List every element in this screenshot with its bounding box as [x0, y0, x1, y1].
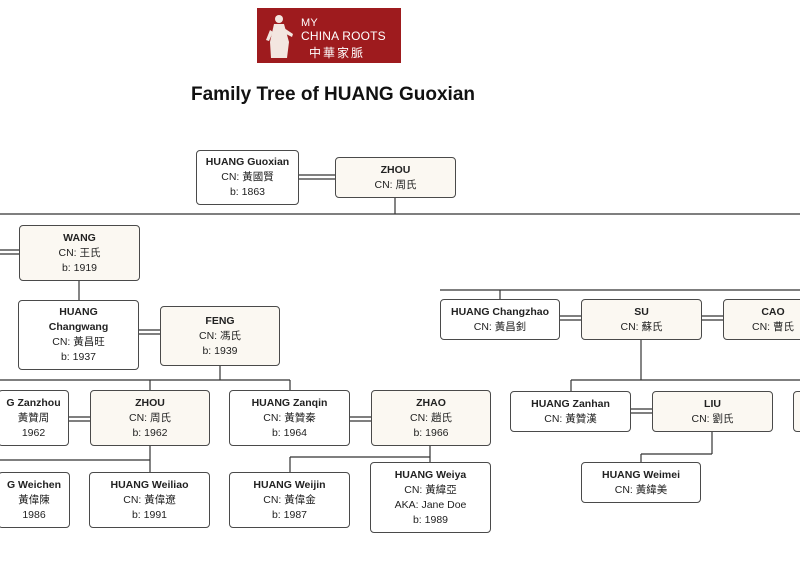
person-chinese-name: CN: 黃昌旺 — [52, 336, 105, 348]
person-name: SU — [634, 305, 649, 318]
person-chinese-name: CN: 周氏 — [129, 411, 171, 424]
person-birth-year: b: 1919 — [61, 261, 98, 274]
person-name: LIU — [704, 397, 721, 410]
person-name: WANG — [63, 231, 96, 244]
person-aka: AKA: Jane Doe — [394, 498, 467, 511]
person-name: HUANG Weiya — [394, 468, 467, 481]
person-huang-weiya[interactable]: HUANG Weiya CN: 黃緯亞 AKA: Jane Doe b: 198… — [370, 462, 491, 533]
person-name: HUANG Zanhan — [531, 397, 610, 410]
person-chinese-name: 黃贊周 — [17, 411, 50, 424]
person-birth-year: 1962 — [21, 426, 46, 439]
person-huang-weiliao[interactable]: HUANG Weiliao CN: 黃偉遼 b: 1991 — [89, 472, 210, 528]
person-birth-year: b: 1937 — [60, 351, 97, 363]
logo-text-my: MY — [301, 17, 318, 29]
person-liu[interactable]: LIU CN: 劉氏 — [652, 391, 773, 432]
person-huang-weijin[interactable]: HUANG Weijin CN: 黃偉金 b: 1987 — [229, 472, 350, 528]
person-huang-weimei[interactable]: HUANG Weimei CN: 黃緯美 — [581, 462, 701, 503]
person-huang-changzhao[interactable]: HUANG Changzhao CN: 黃昌釗 — [440, 299, 560, 340]
person-birth-year: b: 1991 — [131, 508, 168, 521]
person-zhou-spouse-guoxian[interactable]: ZHOU CN: 周氏 — [335, 157, 456, 198]
person-chinese-name: 黃偉陳 — [18, 493, 50, 506]
person-chinese-name: CN: 黃國賢 — [221, 171, 274, 183]
person-huang-changwang[interactable]: HUANG Changwang CN: 黃昌旺 b: 1937 — [18, 300, 139, 370]
person-name: HUANG Weimei — [602, 468, 680, 481]
person-huang-zanhan[interactable]: HUANG Zanhan CN: 黃贊漢 — [510, 391, 631, 432]
person-chinese-name: CN: 馮氏 — [199, 329, 241, 342]
person-name: HUANG Weijin — [253, 478, 326, 491]
person-birth-year: b: 1966 — [413, 426, 449, 439]
person-su[interactable]: SU CN: 蘇氏 — [581, 299, 702, 340]
person-birth-year: b: 1987 — [271, 508, 308, 521]
person-name: ZHOU — [380, 163, 411, 176]
person-zhao[interactable]: ZHAO CN: 趙氏 b: 1966 — [371, 390, 491, 446]
person-birth-year: 1986 — [22, 508, 46, 521]
person-name: HUANG Weiliao — [110, 478, 189, 491]
person-chinese-name: CN: 劉氏 — [691, 412, 734, 425]
person-birth-year: b: 1939 — [202, 344, 238, 357]
person-name: FENG — [205, 314, 235, 327]
person-chinese-name: CN: 黃贊漢 — [544, 412, 597, 425]
person-chinese-name: CN: 周氏 — [374, 178, 417, 191]
person-name: HUANG Guoxian — [205, 156, 290, 168]
person-zhou-spouse-zanzhou[interactable]: ZHOU CN: 周氏 b: 1962 — [90, 390, 210, 446]
person-chinese-name: CN: 黃贊秦 — [263, 411, 316, 424]
person-huang-zanqin[interactable]: HUANG Zanqin CN: 黃贊秦 b: 1964 — [229, 390, 350, 446]
person-name-line2: Changwang — [48, 321, 109, 333]
person-name: G Zanzhou — [6, 396, 61, 409]
person-chinese-name: CN: 王氏 — [58, 246, 101, 259]
person-huang-weichen[interactable]: G Weichen 黃偉陳 1986 — [0, 472, 70, 528]
person-name: CAO — [761, 305, 785, 318]
person-name: G Weichen — [6, 478, 62, 491]
person-name-line1: HUANG — [59, 306, 98, 318]
person-chinese-name: CN: 黃緯美 — [614, 483, 668, 496]
person-huang-zanzhou[interactable]: G Zanzhou 黃贊周 1962 — [0, 390, 69, 446]
person-birth-year: b: 1989 — [412, 513, 449, 526]
person-birth-year: b: 1964 — [271, 426, 308, 439]
person-chinese-name: CN: 趙氏 — [410, 411, 452, 424]
person-chinese-name: CN: 蘇氏 — [620, 320, 663, 333]
person-chinese-name: CN: 黃偉遼 — [123, 493, 176, 506]
person-cao[interactable]: CAO CN: 曹氏 — [723, 299, 800, 340]
person-birth-year: b: 1962 — [132, 426, 168, 439]
person-name: ZHOU — [135, 396, 165, 409]
person-wang[interactable]: WANG CN: 王氏 b: 1919 — [19, 225, 140, 281]
person-feng[interactable]: FENG CN: 馮氏 b: 1939 — [160, 306, 280, 366]
my-china-roots-logo: MY CHINA ROOTS 中華家脈 — [257, 8, 401, 63]
person-chinese-name: CN: 黃昌釗 — [473, 320, 527, 333]
person-chinese-name: CN: 黃緯亞 — [404, 483, 457, 496]
logo-text-chinese: 中華家脈 — [309, 46, 366, 60]
page-title: Family Tree of HUANG Guoxian — [191, 84, 475, 105]
person-name: HUANG Changzhao — [451, 305, 549, 318]
person-chinese-name: CN: 黃偉金 — [263, 493, 316, 506]
person-chinese-name: CN: 曹氏 — [752, 320, 794, 333]
person-name: HUANG Zanqin — [251, 396, 328, 409]
logo-text-china-roots: CHINA ROOTS — [301, 29, 386, 43]
person-huang-guoxian[interactable]: HUANG Guoxian CN: 黃國賢 b: 1863 — [196, 150, 299, 205]
person-name: ZHAO — [416, 396, 446, 409]
scholar-figure-icon — [266, 15, 293, 58]
person-birth-year: b: 1863 — [229, 186, 266, 198]
person-offscreen-right[interactable] — [793, 391, 800, 432]
